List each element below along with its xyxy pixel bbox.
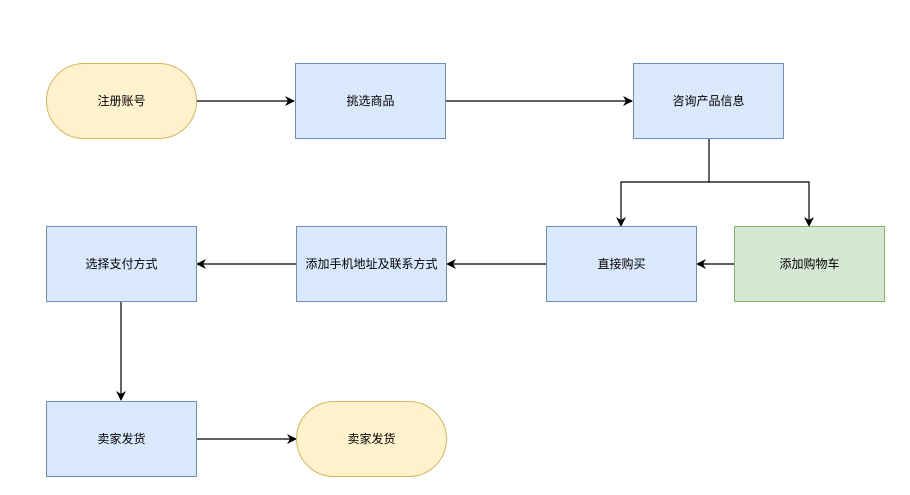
end-node: 卖家发货: [296, 401, 447, 477]
add-cart-node: 添加购物车: [734, 226, 885, 302]
edge-consult-to-buy: [616, 139, 710, 227]
node-label: 选择支付方式: [85, 256, 158, 271]
node-label: 添加购物车: [779, 256, 840, 271]
start-register-node: 注册账号: [46, 63, 197, 139]
node-label: 挑选商品: [346, 93, 395, 108]
seller-ship-node: 卖家发货: [46, 401, 197, 477]
add-address-node: 添加手机地址及联系方式: [296, 226, 447, 302]
consult-info-node: 咨询产品信息: [633, 63, 784, 139]
node-label: 直接购买: [597, 256, 646, 271]
choose-goods-node: 挑选商品: [295, 63, 446, 139]
node-label: 咨询产品信息: [672, 93, 745, 108]
node-label: 卖家发货: [97, 431, 146, 446]
node-label: 添加手机地址及联系方式: [305, 256, 438, 271]
node-label: 卖家发货: [347, 431, 396, 446]
edge-consult-to-cart: [709, 181, 814, 227]
buy-direct-node: 直接购买: [546, 226, 697, 302]
node-label: 注册账号: [97, 93, 146, 108]
choose-payment-node: 选择支付方式: [46, 226, 197, 302]
